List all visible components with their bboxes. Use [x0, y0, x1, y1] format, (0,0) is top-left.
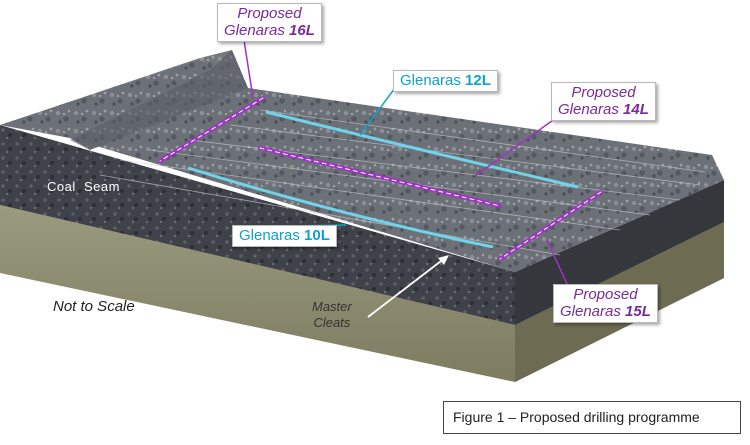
callout-15l-prefix: Glenaras [560, 303, 626, 320]
master-cleats-label: Master Cleats [312, 299, 352, 331]
existing-wells [187, 110, 579, 249]
master-cleats-line2: Cleats [313, 315, 351, 330]
well-10l-line [187, 166, 494, 249]
callout-proposed-15l: Proposed Glenaras 15L [553, 284, 658, 323]
not-to-scale-label: Not to Scale [53, 298, 135, 315]
callout-16l-line1: Proposed [237, 5, 302, 22]
callout-12l-number: 12L [465, 72, 491, 89]
master-cleats-line1: Master [312, 299, 352, 314]
callout-15l-number: 15L [625, 303, 651, 320]
well-12l-line [265, 110, 579, 189]
callout-10l-number: 10L [304, 227, 330, 244]
proposed-wells [158, 96, 603, 261]
master-cleats-arrow [367, 255, 449, 318]
callout-14l-prefix: Glenaras [558, 101, 624, 118]
figure-caption: Figure 1 – Proposed drilling programme [443, 401, 741, 434]
callout-16l-number: 16L [289, 22, 315, 39]
coal-seam-label: Coal Seam [47, 179, 120, 194]
callout-12l-prefix: Glenaras [400, 72, 466, 89]
callout-glenaras-12l: Glenaras 12L [393, 70, 498, 92]
callout-10l-prefix: Glenaras [239, 227, 305, 244]
callout-14l-line1: Proposed [571, 84, 636, 101]
callout-glenaras-10l: Glenaras 10L [232, 225, 337, 247]
callout-16l-prefix: Glenaras [224, 22, 290, 39]
callout-15l-line1: Proposed [573, 286, 638, 303]
callout-proposed-16l: Proposed Glenaras 16L [217, 3, 322, 42]
callout-14l-number: 14L [623, 101, 649, 118]
callout-proposed-14l: Proposed Glenaras 14L [551, 82, 656, 121]
